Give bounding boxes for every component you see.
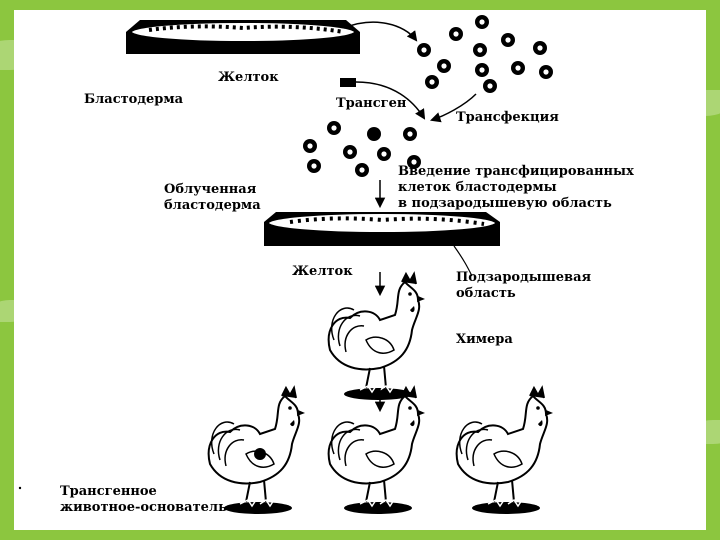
label-chimera: Химера: [456, 332, 513, 347]
label-yolk-mid: Желток: [292, 264, 353, 279]
label-founder-1: Трансгенное: [60, 484, 157, 499]
blastoderm-disc-top: [126, 20, 360, 54]
chicken-offspring-icon: [329, 388, 425, 514]
label-founder-2: животное-основатель: [60, 500, 227, 515]
label-yolk-top: Желток: [218, 70, 279, 85]
label-irradiated-1: Облученная: [164, 182, 256, 197]
label-intro-1: Введение трансфицированных: [398, 164, 634, 179]
label-transgene: Трансген: [336, 96, 406, 111]
label-subgerm-2: область: [456, 286, 516, 301]
transgene-dna-icon: [340, 78, 356, 87]
diagram-svg: [14, 10, 706, 530]
label-intro-3: в подзародышевую область: [398, 196, 612, 211]
label-irradiated-2: бластодерма: [164, 198, 261, 213]
slide: Желток Бластодерма Трансген Трансфекция …: [14, 10, 706, 530]
chicken-offspring-icon: [457, 388, 553, 514]
chicken-chimera-icon: [329, 274, 425, 400]
label-transfection: Трансфекция: [456, 110, 559, 125]
label-intro-2: клеток бластодермы: [398, 180, 557, 195]
label-subgerm-1: Подзародышевая: [456, 270, 591, 285]
label-blastoderm: Бластодерма: [84, 92, 183, 107]
cell-cluster-top: [417, 15, 553, 93]
chicken-founder-icon: [209, 388, 305, 514]
